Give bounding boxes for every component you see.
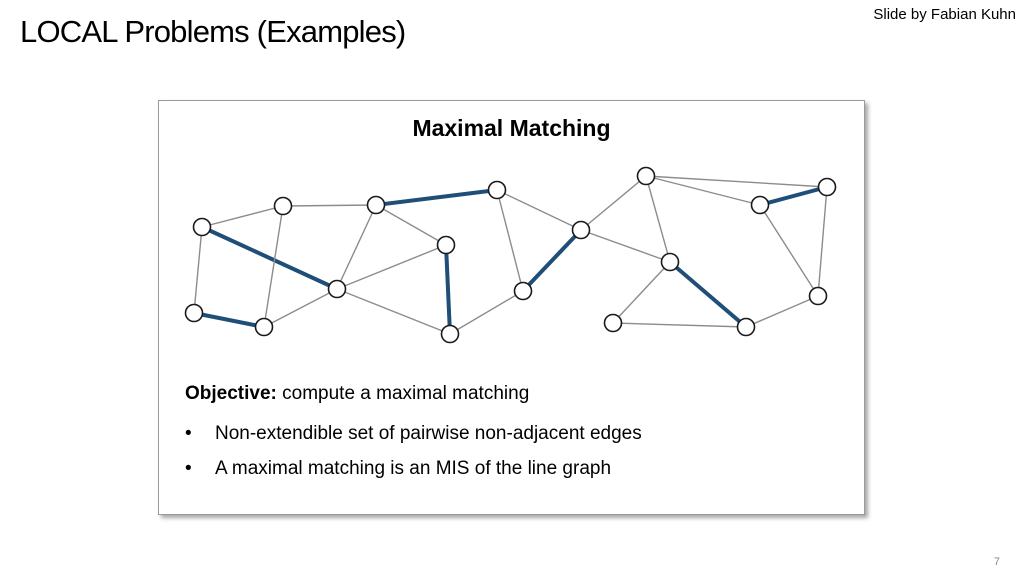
matched-edge bbox=[200, 225, 339, 291]
graph-edge bbox=[580, 175, 647, 231]
graph-node bbox=[660, 252, 680, 272]
content-panel: Maximal Matching Objective: compute a ma… bbox=[158, 100, 865, 515]
bullet-list: • Non-extendible set of pairwise non-adj… bbox=[185, 423, 642, 493]
graph-edge bbox=[336, 288, 451, 335]
graph-node bbox=[571, 220, 591, 240]
graph-edge bbox=[580, 229, 671, 263]
slide-credit: Slide by Fabian Kuhn bbox=[873, 6, 1016, 23]
graph-node bbox=[184, 303, 204, 323]
graph-edge bbox=[745, 295, 819, 328]
page-number: 7 bbox=[993, 556, 1000, 568]
graph-edge bbox=[645, 175, 828, 188]
graph-node bbox=[192, 217, 212, 237]
panel-title: Maximal Matching bbox=[412, 115, 611, 141]
graph-node bbox=[254, 317, 274, 337]
graph-edge bbox=[759, 204, 819, 297]
graph-edge bbox=[375, 204, 447, 246]
graph-edge bbox=[263, 288, 338, 328]
graph-node bbox=[808, 286, 828, 306]
graph-node bbox=[327, 279, 347, 299]
matched-edge bbox=[668, 260, 748, 329]
graph-node bbox=[487, 180, 507, 200]
bullet-text: A maximal matching is an MIS of the line… bbox=[215, 458, 612, 479]
graph-edge bbox=[193, 226, 203, 314]
graph-node bbox=[513, 281, 533, 301]
graph-node bbox=[603, 313, 623, 333]
graph-node bbox=[366, 195, 386, 215]
graph-node bbox=[736, 317, 756, 337]
graph-edge bbox=[282, 204, 377, 207]
graph-edge bbox=[263, 205, 284, 328]
graph-node bbox=[440, 324, 460, 344]
graph-edge bbox=[612, 261, 671, 324]
graph-edge bbox=[449, 290, 524, 335]
graph-edge bbox=[496, 189, 582, 231]
slide-title: LOCAL Problems (Examples) bbox=[20, 14, 406, 49]
graph-edge bbox=[336, 244, 447, 290]
graph-edge bbox=[612, 322, 747, 328]
matched-edge bbox=[374, 188, 499, 207]
graph-node bbox=[636, 166, 656, 186]
objective-text: compute a maximal matching bbox=[276, 383, 530, 404]
graph-edge bbox=[336, 204, 377, 290]
graph-node bbox=[273, 196, 293, 216]
matched-edge bbox=[444, 243, 452, 336]
graph-edge bbox=[645, 175, 761, 206]
bullet-dot-icon: • bbox=[185, 423, 192, 444]
objective-label: Objective: bbox=[185, 383, 277, 404]
graph-node bbox=[817, 177, 837, 197]
graph-edge bbox=[817, 186, 828, 297]
graph-node bbox=[750, 195, 770, 215]
matched-edge bbox=[758, 185, 829, 207]
bullet-item: • A maximal matching is an MIS of the li… bbox=[185, 458, 642, 493]
graph-edge bbox=[645, 175, 671, 263]
matching-graph bbox=[184, 166, 837, 344]
matched-edge bbox=[192, 311, 266, 329]
graph-edge bbox=[496, 189, 524, 292]
bullet-dot-icon: • bbox=[185, 458, 192, 479]
graph-edge bbox=[201, 205, 284, 228]
graph-node bbox=[436, 235, 456, 255]
matched-edge bbox=[521, 228, 583, 293]
bullet-text: Non-extendible set of pairwise non-adjac… bbox=[215, 423, 642, 444]
objective-line: Objective: compute a maximal matching bbox=[185, 383, 529, 405]
bullet-item: • Non-extendible set of pairwise non-adj… bbox=[185, 423, 642, 458]
